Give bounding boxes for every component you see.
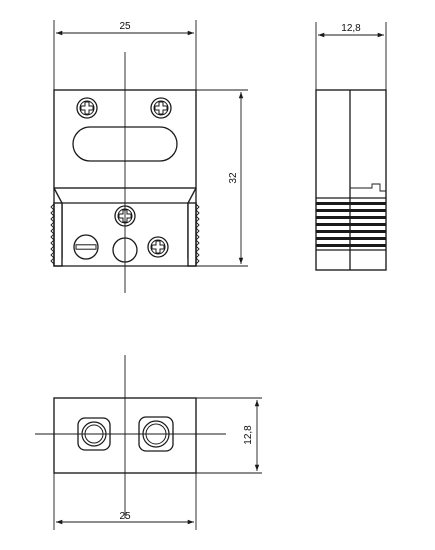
bottom-height-label: 12,8 (243, 425, 254, 445)
bottom-width-label: 25 (119, 511, 131, 522)
side-width-label: 12,8 (341, 23, 361, 34)
front-width-dimension: 25 (53, 20, 197, 90)
screw-plus-icon (76, 97, 98, 119)
side-view: 12,8 (315, 22, 387, 271)
side-ribs (316, 202, 386, 247)
bottom-width-dimension: 25 (53, 473, 197, 530)
contact-right-icon (147, 236, 169, 258)
front-height-label: 32 (228, 172, 239, 184)
side-width-dimension: 12,8 (315, 22, 387, 90)
screw-plus-icon (150, 97, 172, 119)
bottom-view: 12,8 25 (35, 355, 262, 530)
front-view: 25 (50, 20, 248, 293)
front-width-label: 25 (119, 21, 131, 32)
bottom-height-dimension: 12,8 (243, 400, 260, 471)
front-height-dimension: 32 (196, 89, 248, 267)
contact-left-icon (73, 234, 99, 260)
